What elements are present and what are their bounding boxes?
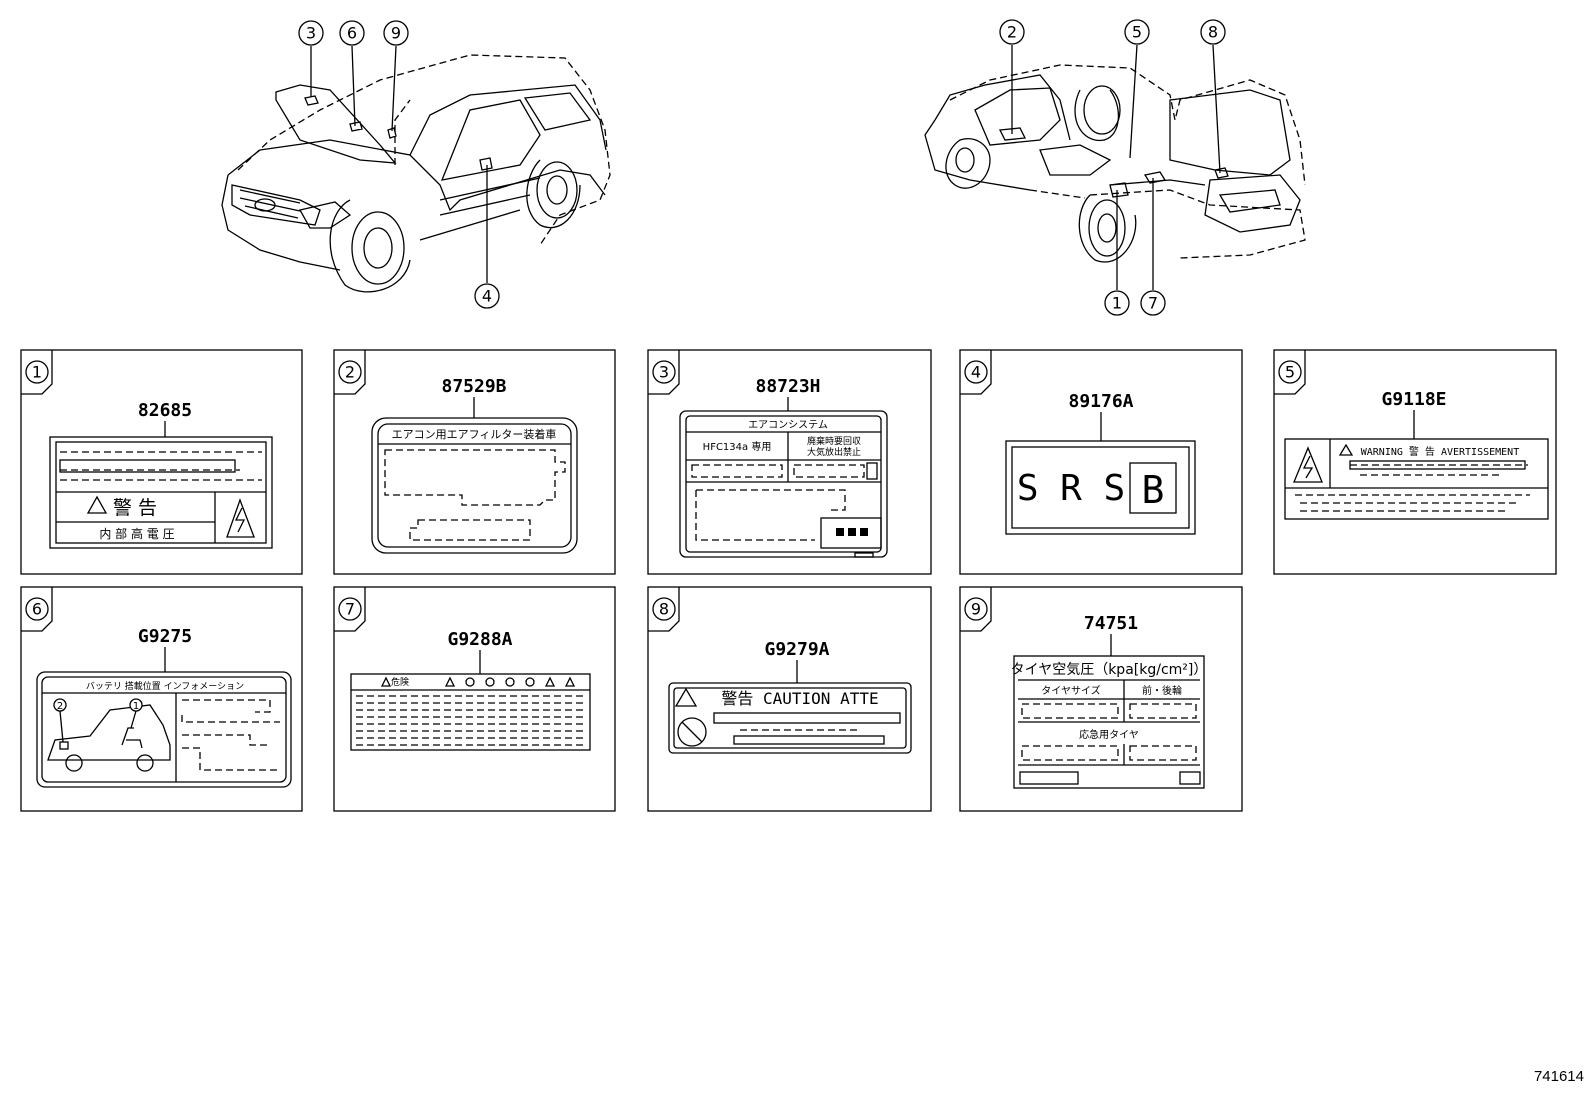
svg-text:88723H: 88723H xyxy=(755,376,820,397)
diagram-id: 741614 xyxy=(1533,1068,1584,1085)
svg-text:1: 1 xyxy=(133,701,139,712)
svg-text:大気放出禁止: 大気放出禁止 xyxy=(807,446,861,458)
svg-text:74751: 74751 xyxy=(1084,613,1138,634)
svg-text:89176A: 89176A xyxy=(1068,391,1133,412)
svg-text:6: 6 xyxy=(347,24,357,43)
callout-5: 5 xyxy=(1124,19,1150,45)
svg-text:8: 8 xyxy=(1208,23,1218,42)
svg-text:2: 2 xyxy=(57,701,63,712)
svg-text:3: 3 xyxy=(659,363,669,382)
svg-text:1: 1 xyxy=(1112,294,1122,313)
svg-text:2: 2 xyxy=(345,363,355,382)
callout-6: 6 xyxy=(339,20,365,46)
svg-text:5: 5 xyxy=(1285,363,1295,382)
callout-1: 1 xyxy=(1104,290,1130,316)
svg-text:G9279A: G9279A xyxy=(764,639,829,660)
svg-text:廃棄時要回収: 廃棄時要回収 xyxy=(807,435,861,447)
label-panel-8: 8 G9279A 警告 CAUTION ATTE xyxy=(647,586,932,812)
callout-9: 9 xyxy=(383,20,409,46)
svg-text:1: 1 xyxy=(32,363,42,382)
callout-2: 2 xyxy=(999,19,1025,45)
svg-text:G9275: G9275 xyxy=(138,626,192,647)
svg-text:前・後輪: 前・後輪 xyxy=(1142,684,1182,697)
callout-7: 7 xyxy=(1140,290,1166,316)
svg-text:応急用タイヤ: 応急用タイヤ xyxy=(1079,728,1139,741)
svg-text:危険: 危険 xyxy=(391,676,409,688)
svg-text:9: 9 xyxy=(971,600,981,619)
svg-text:7: 7 xyxy=(1148,294,1158,313)
callout-4: 4 xyxy=(474,283,500,309)
label-panel-7: 7 G9288A 危険 xyxy=(333,586,616,812)
svg-text:4: 4 xyxy=(971,363,981,382)
label-panel-9: 9 74751 タイヤ空気圧（kpa[kg/cm²]） タイヤサイズ 前・後輪 … xyxy=(959,586,1243,812)
svg-text:4: 4 xyxy=(482,287,492,306)
svg-text:5: 5 xyxy=(1132,23,1142,42)
svg-text:タイヤサイズ: タイヤサイズ xyxy=(1041,684,1100,697)
svg-text:S R S: S R S xyxy=(1017,468,1125,509)
svg-text:エアコン用エアフィルター装着車: エアコン用エアフィルター装着車 xyxy=(392,427,557,441)
vehicle-rear-view xyxy=(924,64,1306,263)
front-view-callouts: 3 6 9 4 xyxy=(298,20,500,309)
label-panel-6: 6 G9275 バッテリ 搭載位置 インフォメーション 2 1 xyxy=(20,586,303,812)
rear-view-callouts: 2 5 8 1 7 xyxy=(999,19,1226,316)
svg-text:G9118E: G9118E xyxy=(1381,389,1446,410)
svg-text:G9288A: G9288A xyxy=(447,629,512,650)
svg-text:3: 3 xyxy=(306,24,316,43)
svg-text:82685: 82685 xyxy=(138,400,192,421)
svg-text:タイヤ空気圧（kpa[kg/cm²]）: タイヤ空気圧（kpa[kg/cm²]） xyxy=(1011,662,1208,678)
callout-8: 8 xyxy=(1200,19,1226,45)
label-panel-1: 1 82685 警 告 内 部 高 電 圧 xyxy=(20,349,303,575)
svg-text:HFC134a 専用: HFC134a 専用 xyxy=(703,441,772,453)
label-panel-2: 2 87529B エアコン用エアフィルター装着車 xyxy=(333,349,616,575)
label-panel-3: 3 88723H エアコンシステム HFC134a 専用 廃棄時要回収 大気放出… xyxy=(647,349,932,575)
svg-text:エアコンシステム: エアコンシステム xyxy=(748,419,828,431)
vehicle-front-view xyxy=(221,54,611,293)
svg-text:7: 7 xyxy=(345,600,355,619)
label-panel-5: 5 G9118E WARNING 警 告 AVERTISSEMENT xyxy=(1273,349,1557,575)
svg-text:87529B: 87529B xyxy=(441,376,506,397)
svg-text:8: 8 xyxy=(659,600,669,619)
svg-text:バッテリ 搭載位置 インフォメーション: バッテリ 搭載位置 インフォメーション xyxy=(86,680,244,692)
svg-text:B: B xyxy=(1142,468,1165,512)
callout-3: 3 xyxy=(298,20,324,46)
svg-text:2: 2 xyxy=(1007,23,1017,42)
svg-text:9: 9 xyxy=(391,24,401,43)
svg-text:警 告: 警 告 xyxy=(113,497,157,519)
label-panel-4: 4 89176A S R S B xyxy=(959,349,1243,575)
svg-text:WARNING 警 告 AVERTISSEMENT: WARNING 警 告 AVERTISSEMENT xyxy=(1361,445,1519,458)
svg-text:内 部 高 電 圧: 内 部 高 電 圧 xyxy=(99,526,174,541)
svg-text:6: 6 xyxy=(32,600,42,619)
svg-text:警告 CAUTION ATTE: 警告 CAUTION ATTE xyxy=(721,689,878,708)
